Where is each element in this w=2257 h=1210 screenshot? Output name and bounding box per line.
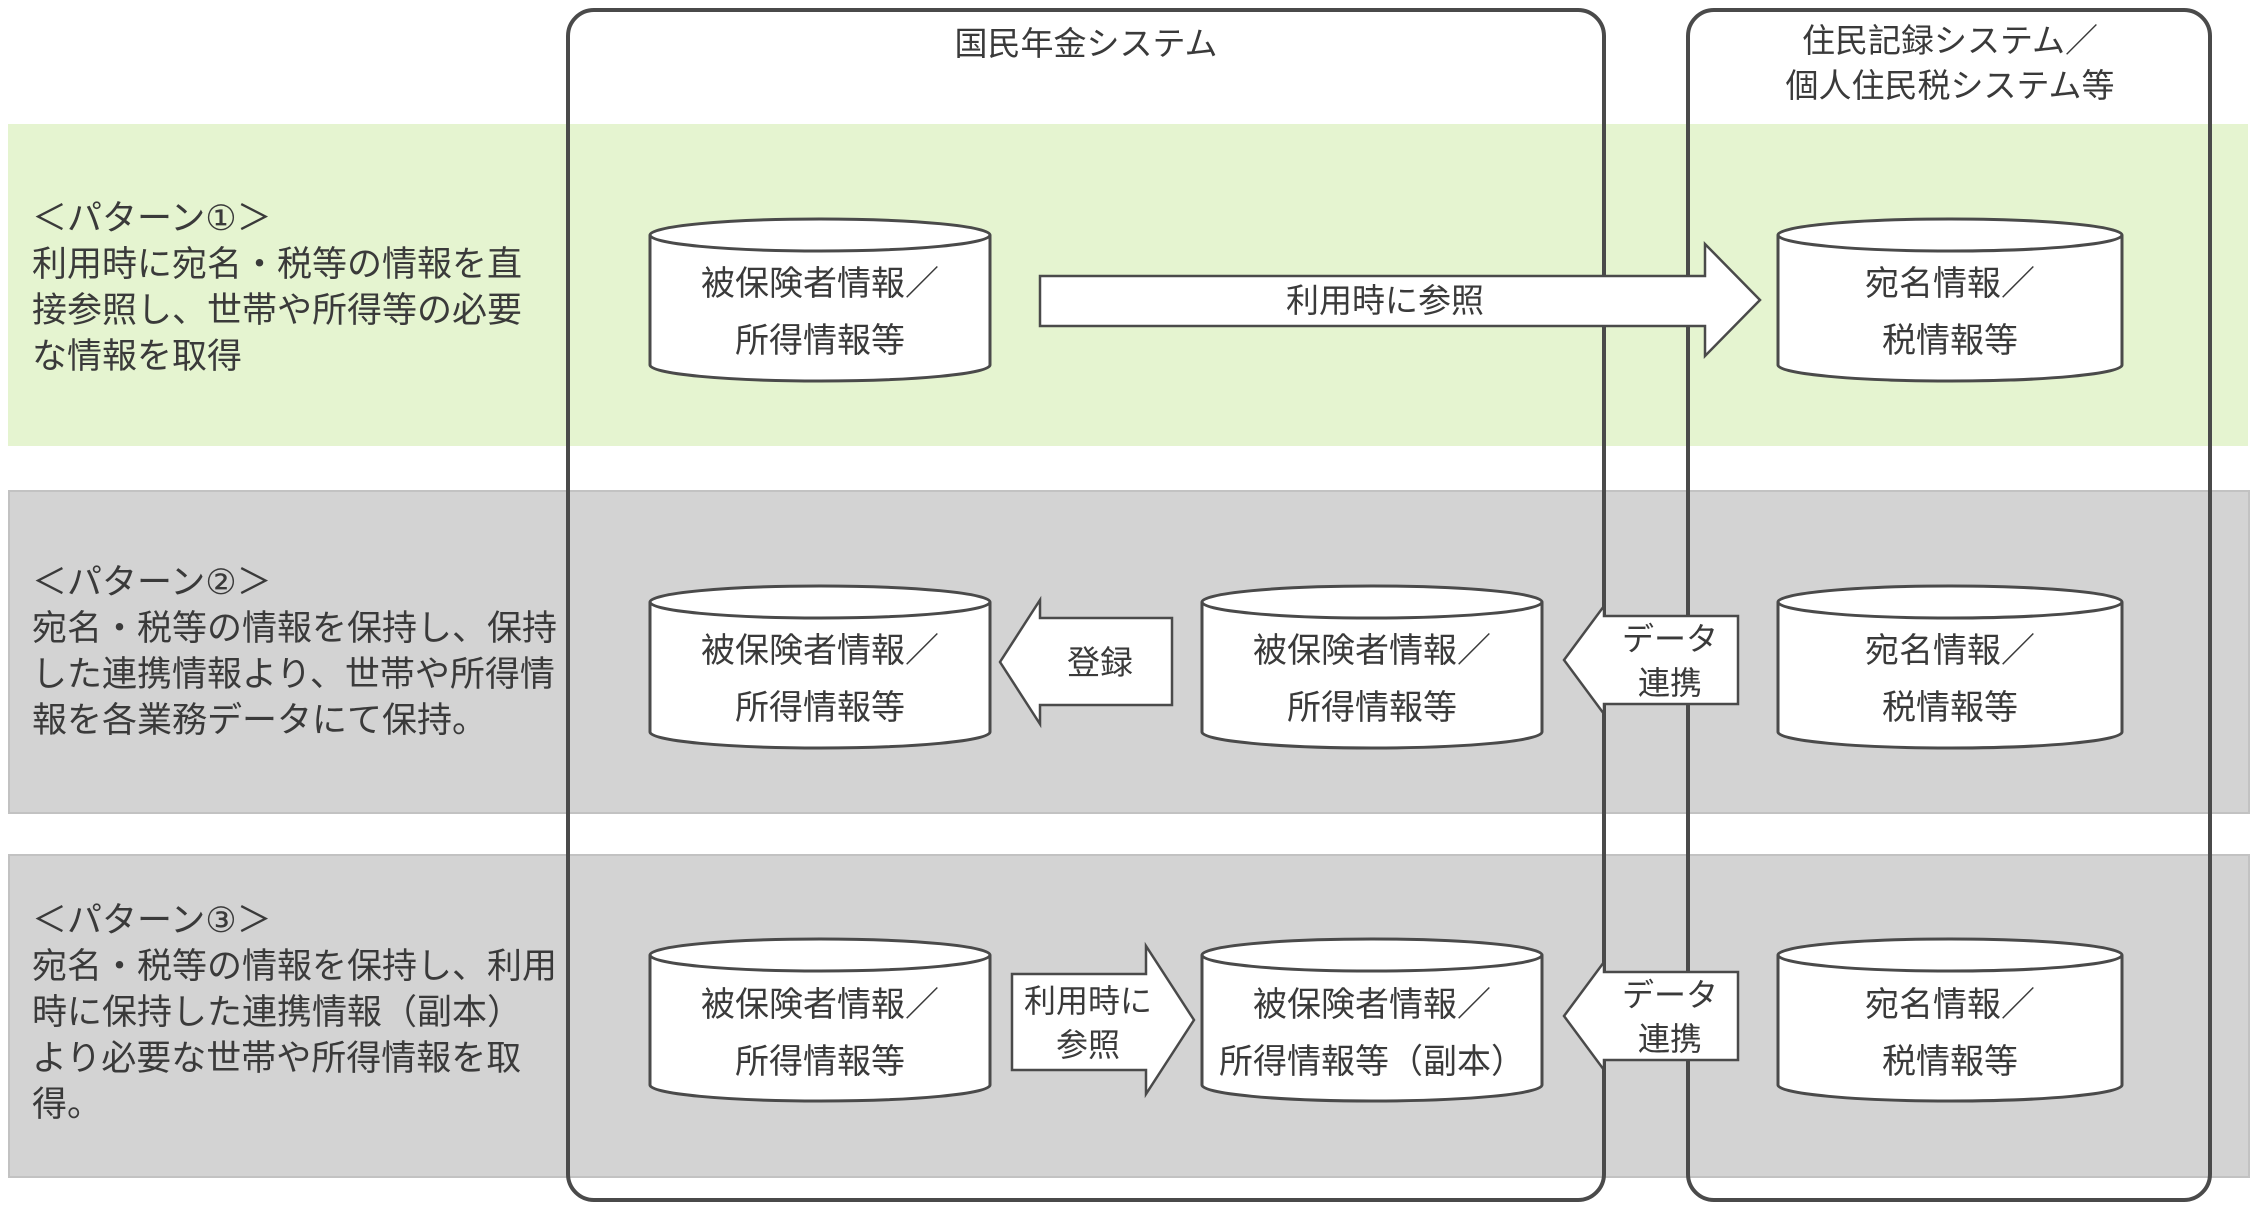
pattern-1-line-2: 接参照し、世帯や所得等の必要	[32, 291, 523, 331]
pattern-2-linked-db: 被保険者情報／ 所得情報等	[1200, 584, 1544, 750]
pattern-2-resident-db-label-2: 税情報等	[1882, 688, 2018, 728]
pattern-1-reference-arrow: 利用時に参照	[1038, 240, 1762, 360]
pattern-1-source-db-label-2: 所得情報等	[735, 321, 905, 361]
pattern-2-heading: ＜パターン②＞	[32, 563, 272, 603]
pattern-3-line-2: 時に保持した連携情報（副本）	[32, 993, 523, 1033]
pattern-2-link-label-2: 連携	[1638, 664, 1702, 702]
pattern-2-register-arrow: 登録	[998, 595, 1174, 729]
pattern-1-resident-db-label-2: 税情報等	[1882, 321, 2018, 361]
pattern-3-source-db-label-2: 所得情報等	[735, 1042, 905, 1082]
pattern-3-reference-arrow: 利用時に 参照	[1010, 941, 1196, 1099]
pattern-3-description: ＜パターン③＞ 宛名・税等の情報を保持し、利用 時に保持した連携情報（副本） よ…	[32, 898, 558, 1128]
pattern-3-line-4: 得。	[32, 1085, 103, 1125]
pattern-3-source-db-label-1: 被保険者情報／	[701, 985, 939, 1025]
pattern-1-description: ＜パターン①＞ 利用時に宛名・税等の情報を直 接参照し、世帯や所得等の必要 な情…	[32, 196, 552, 380]
pattern-3-arrow-label-1: 利用時に	[1024, 982, 1152, 1020]
pattern-1-source-db-label-1: 被保険者情報／	[701, 264, 939, 304]
pattern-3-linked-db-label-1: 被保険者情報／	[1253, 985, 1491, 1025]
pattern-3-linked-db: 被保険者情報／ 所得情報等（副本）	[1200, 937, 1544, 1103]
pattern-2-line-2: した連携情報より、世帯や所得情	[32, 655, 555, 695]
pattern-1-arrow-label: 利用時に参照	[1286, 281, 1484, 320]
pattern-1-source-db: 被保険者情報／ 所得情報等	[648, 217, 992, 383]
pattern-3-link-label-1: データ	[1622, 976, 1718, 1014]
resident-system-title-line-2: 個人住民税システム等	[1785, 66, 2114, 105]
pattern-3-data-link-arrow: データ 連携	[1562, 958, 1740, 1074]
pattern-1-line-3: な情報を取得	[32, 337, 243, 377]
pattern-2-description: ＜パターン②＞ 宛名・税等の情報を保持し、保持 した連携情報より、世帯や所得情 …	[32, 560, 558, 744]
pattern-3-source-db: 被保険者情報／ 所得情報等	[648, 937, 992, 1103]
pattern-2-source-db: 被保険者情報／ 所得情報等	[648, 584, 992, 750]
pattern-2-resident-db: 宛名情報／ 税情報等	[1776, 584, 2124, 750]
pattern-3-linked-db-label-2: 所得情報等（副本）	[1219, 1042, 1525, 1082]
pattern-2-linked-db-label-2: 所得情報等	[1287, 688, 1457, 728]
pattern-2-linked-db-label-1: 被保険者情報／	[1253, 631, 1491, 671]
pattern-3-arrow-label-2: 参照	[1056, 1026, 1120, 1064]
pattern-2-source-db-label-2: 所得情報等	[735, 688, 905, 728]
pattern-3-line-1: 宛名・税等の情報を保持し、利用	[32, 947, 558, 987]
pattern-2-resident-db-label-1: 宛名情報／	[1865, 631, 2035, 671]
pattern-1-line-1: 利用時に宛名・税等の情報を直	[32, 245, 523, 285]
pattern-1-resident-db: 宛名情報／ 税情報等	[1776, 217, 2124, 383]
pattern-3-line-3: より必要な世帯や所得情報を取	[32, 1039, 522, 1079]
pattern-2-data-link-arrow: データ 連携	[1562, 602, 1740, 718]
pattern-2-link-label-1: データ	[1622, 620, 1718, 658]
pattern-1-heading: ＜パターン①＞	[32, 199, 272, 239]
pattern-2-line-1: 宛名・税等の情報を保持し、保持	[32, 609, 558, 649]
pattern-3-link-label-2: 連携	[1638, 1020, 1702, 1058]
pattern-3-resident-db-label-2: 税情報等	[1882, 1042, 2018, 1082]
resident-system-frame	[1686, 8, 2212, 1202]
pattern-2-source-db-label-1: 被保険者情報／	[701, 631, 939, 671]
resident-system-title-line-1: 住民記録システム／	[1802, 21, 2098, 60]
pattern-1-resident-db-label-1: 宛名情報／	[1865, 264, 2035, 304]
pattern-3-heading: ＜パターン③＞	[32, 901, 272, 941]
pension-system-title: 国民年金システム	[954, 24, 1217, 63]
pattern-2-arrow-label: 登録	[1067, 643, 1133, 682]
pattern-3-resident-db-label-1: 宛名情報／	[1865, 985, 2035, 1025]
pattern-2-line-3: 報を各業務データにて保持。	[32, 701, 488, 741]
pattern-3-resident-db: 宛名情報／ 税情報等	[1776, 937, 2124, 1103]
